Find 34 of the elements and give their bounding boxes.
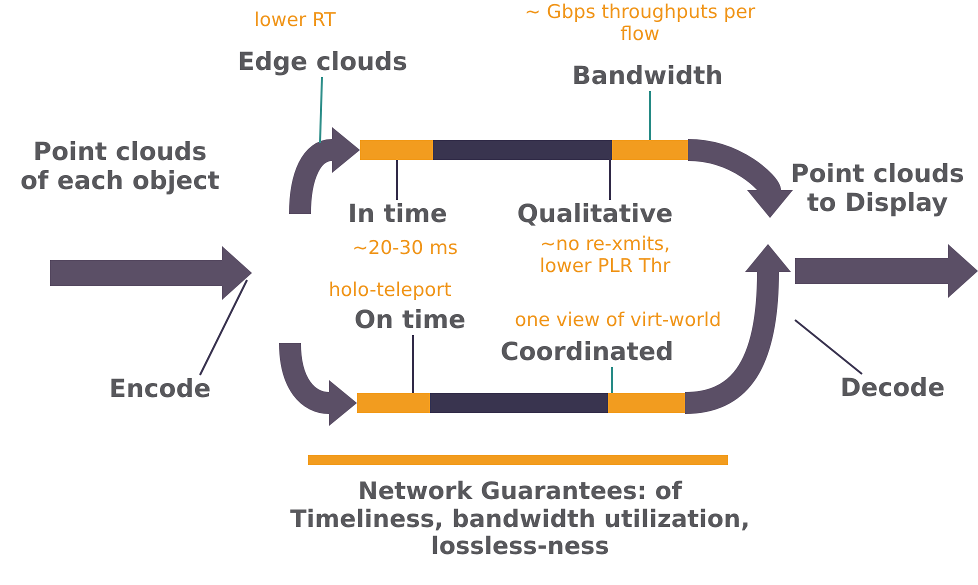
annotation-text: one view of virt-world <box>514 310 722 332</box>
label-text: On time <box>335 306 485 335</box>
label-text: Encode <box>90 375 230 404</box>
leader-line <box>412 335 414 393</box>
label-text: Edge clouds <box>210 48 435 77</box>
label-text: Point clouds to Display <box>790 160 965 218</box>
leader-line <box>199 280 248 376</box>
label-text: Qualitative <box>506 200 684 229</box>
label-text: In time <box>325 200 470 229</box>
leader-line <box>319 76 323 144</box>
annotation-text: holo-teleport <box>328 280 452 302</box>
flow-arrow <box>289 127 360 214</box>
label-text: Coordinated <box>493 338 681 367</box>
leader-line <box>396 160 398 200</box>
pipe-segment <box>433 140 612 160</box>
pipe-segment <box>612 140 688 160</box>
pipe-segment <box>360 140 433 160</box>
annotation-text: ~20-30 ms <box>351 238 459 260</box>
pipe-segment <box>608 393 685 413</box>
label-text: Decode <box>820 374 965 403</box>
leader-line <box>649 91 651 140</box>
summary-text: Network Guarantees: of Timeliness, bandwidth utilization, lossless-ness <box>290 478 750 561</box>
label-text: Point clouds of each object <box>15 138 225 196</box>
leader-line <box>609 160 611 200</box>
annotation-text: ~ Gbps throughputs per flow <box>524 2 756 46</box>
label-text: Bandwidth <box>545 62 750 91</box>
flow-arrow <box>687 139 792 216</box>
leader-line <box>611 367 613 393</box>
flow-arrow <box>279 342 357 426</box>
pipe-segment <box>430 393 608 413</box>
annotation-text: ~no re-xmits, lower PLR Thr <box>538 234 672 278</box>
annotation-text: lower RT <box>253 10 337 32</box>
pipe-segment <box>357 393 430 413</box>
leader-line <box>794 319 863 375</box>
